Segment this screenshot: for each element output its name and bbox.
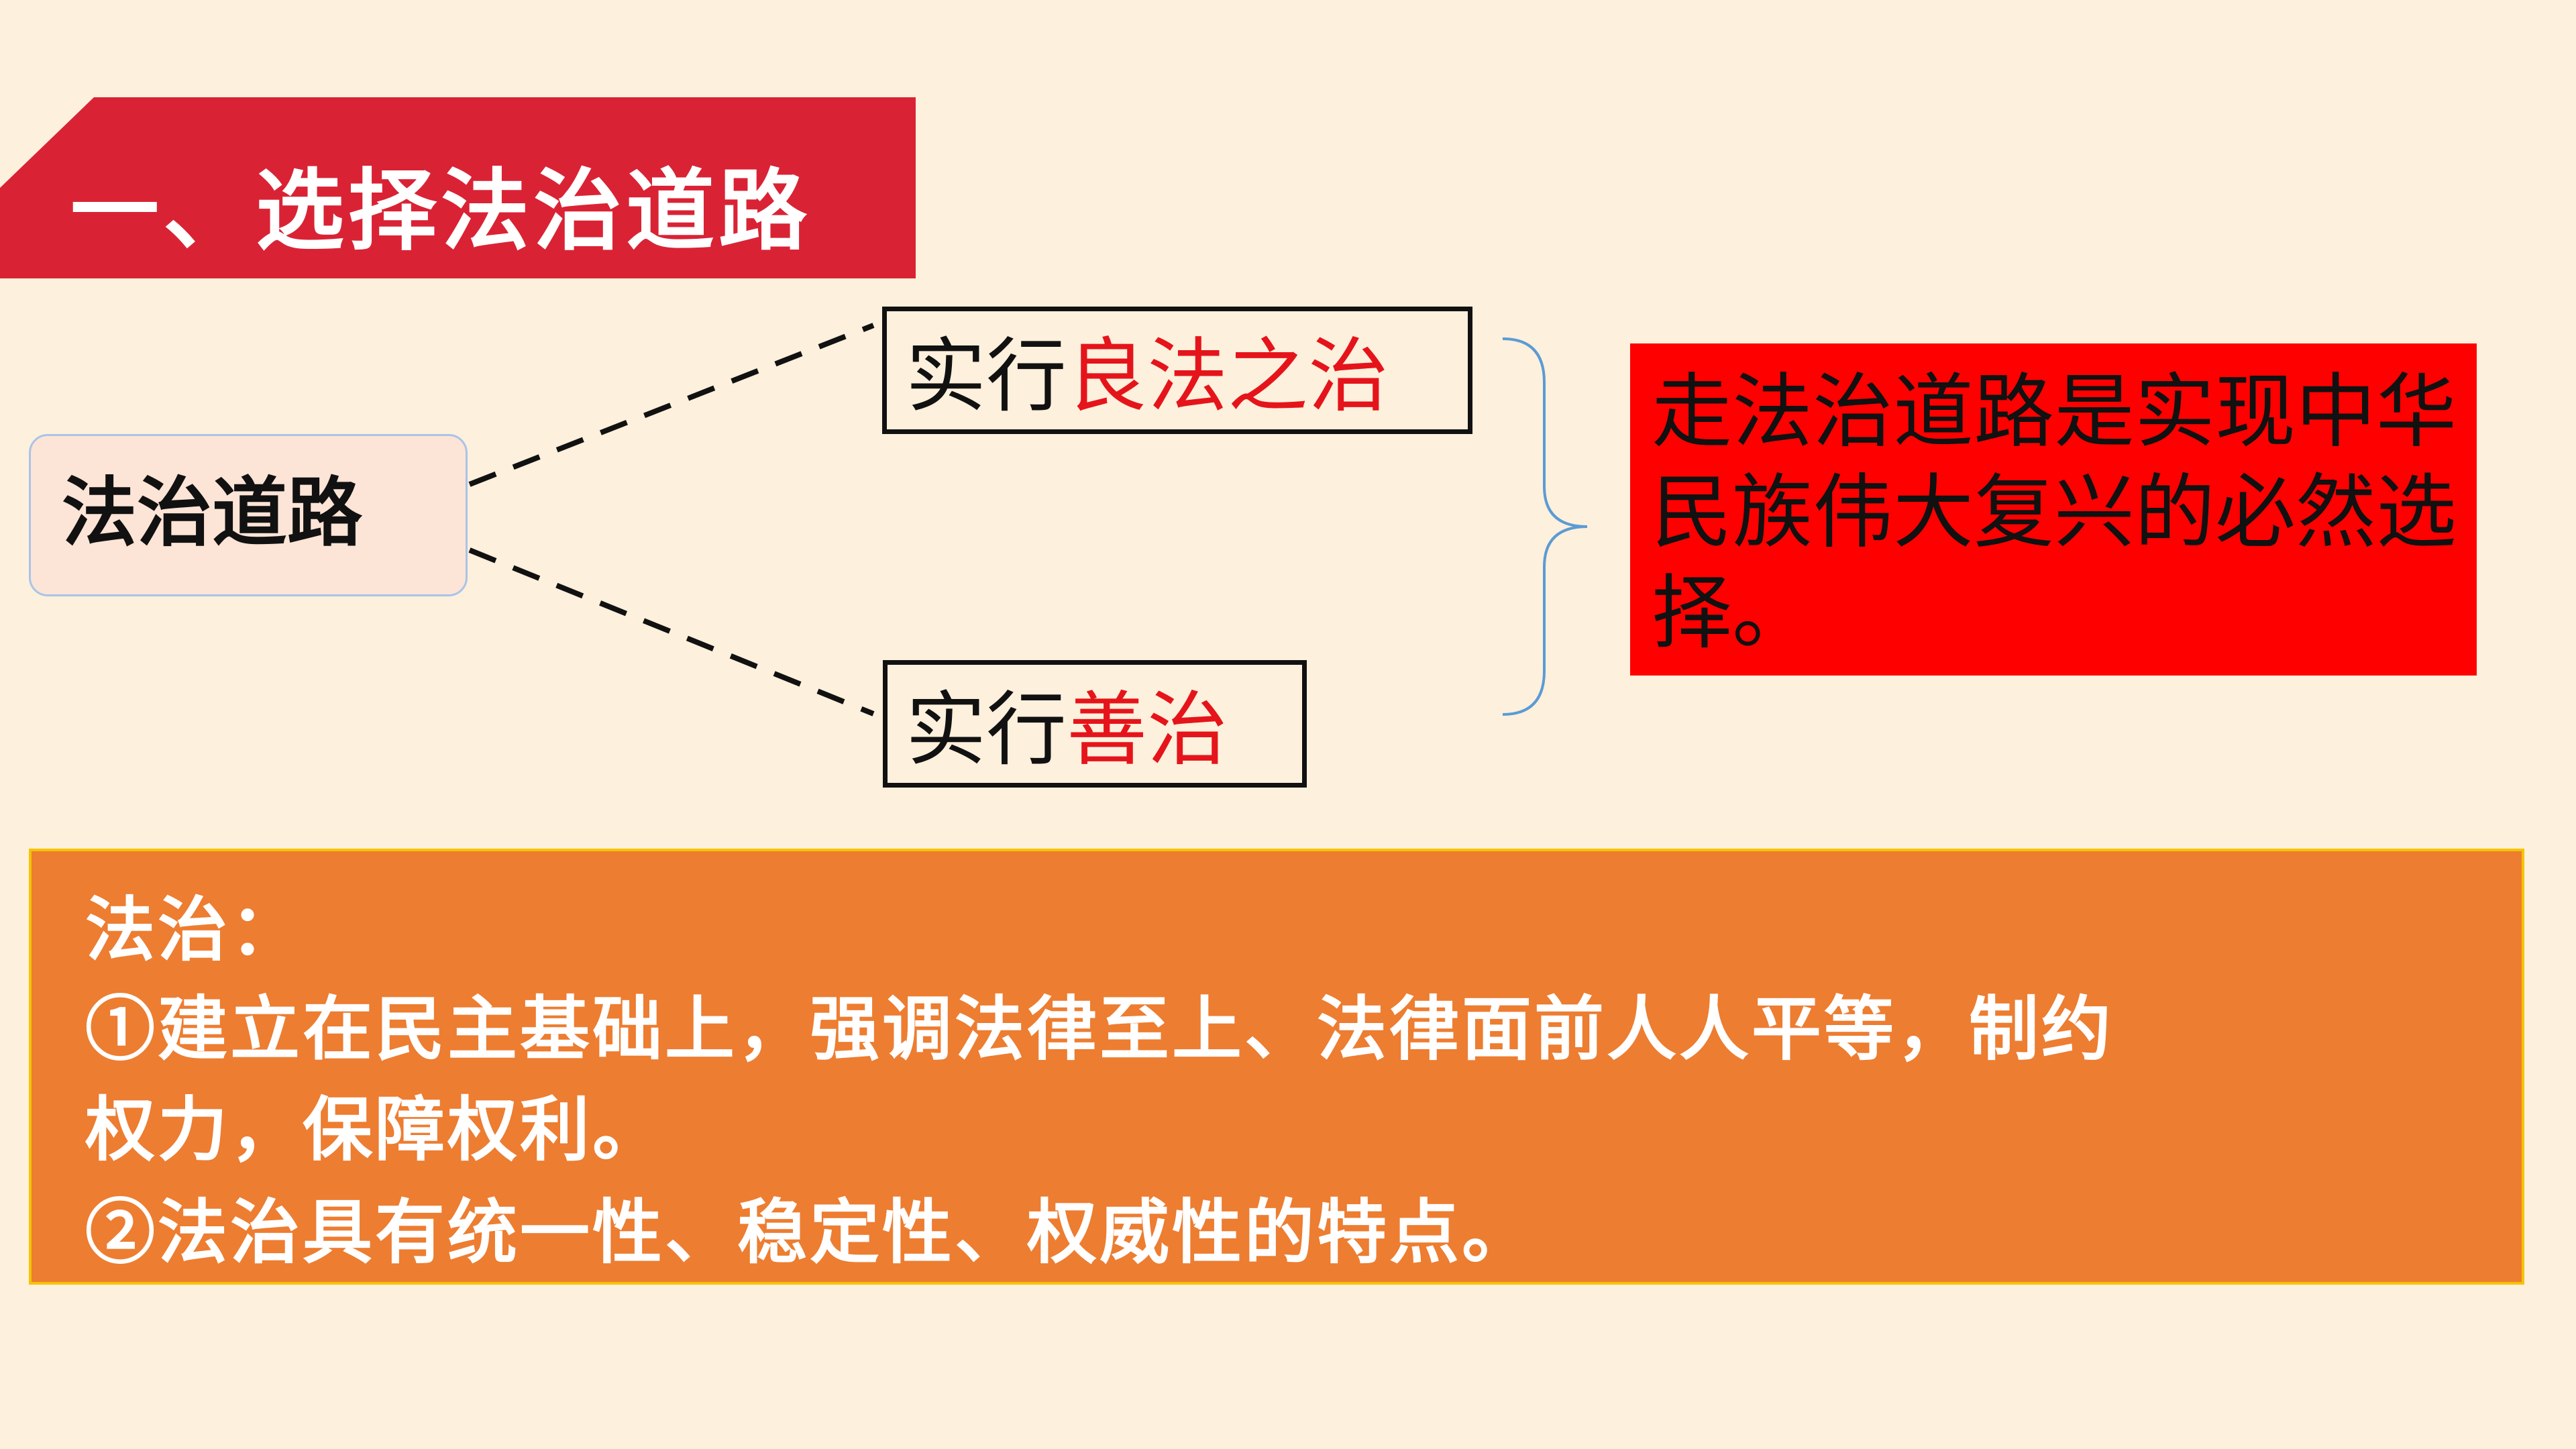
connector-line-bottom (468, 547, 875, 716)
slide-title: 一、选择法治道路 (70, 159, 811, 263)
right-brace (1502, 337, 1588, 716)
definition-line-2: 权力，保障权利。 (85, 1088, 665, 1171)
branch-box-good-law (882, 307, 1472, 434)
branch-prefix: 实行 (906, 684, 1067, 777)
conclusion-text: 走法治道路是实现中华民族伟大复兴的必然选择。 (1652, 366, 2457, 660)
definition-box: 法治： ①建立在民主基础上，强调法律至上、法律面前人人平等，制约 权力，保障权利… (29, 849, 2524, 1285)
branch-text-good-governance: 实行善治 (906, 680, 1228, 781)
title-banner (0, 97, 916, 278)
conclusion-box (1630, 343, 2477, 676)
definition-line-1: ①建立在民主基础上，强调法律至上、法律面前人人平等，制约 (85, 987, 2114, 1070)
branch-prefix: 实行 (906, 330, 1067, 423)
branch-text-good-law: 实行良法之治 (906, 327, 1389, 427)
branch-box-good-governance (883, 660, 1307, 788)
definition-line-3: ②法治具有统一性、稳定性、权威性的特点。 (85, 1191, 1535, 1273)
root-node (29, 434, 468, 596)
branch-highlight: 善治 (1067, 684, 1228, 777)
connector-line-top (468, 323, 875, 487)
branch-highlight: 良法之治 (1067, 330, 1389, 423)
root-node-label: 法治道路 (62, 469, 362, 557)
definition-heading: 法治： (85, 888, 303, 971)
